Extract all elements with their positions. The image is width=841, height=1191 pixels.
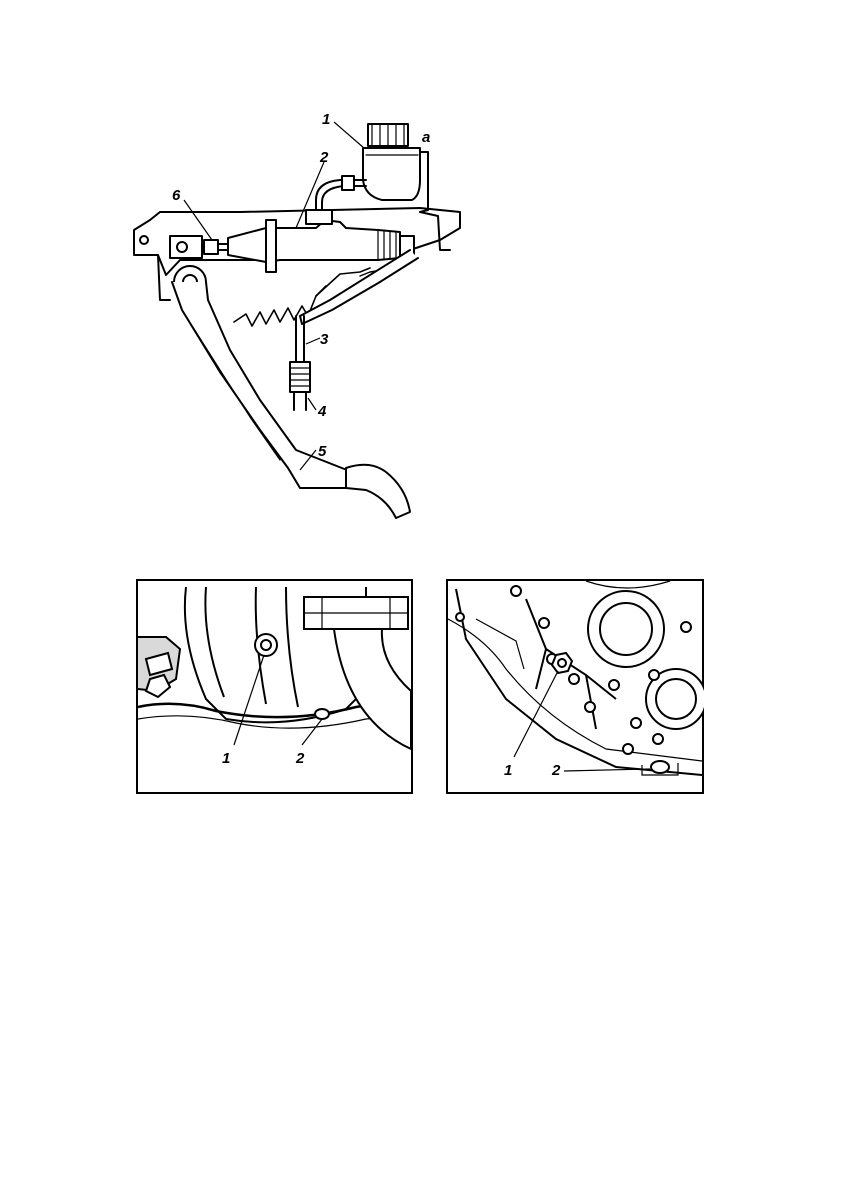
callout-4: 4 — [317, 403, 327, 420]
stop-bumper — [290, 362, 310, 392]
housing-left-drawing: 1 2 — [136, 579, 413, 794]
callout-2: 2 — [319, 149, 329, 166]
housing-photo-left: 1 2 — [136, 579, 413, 794]
callout-1: 1 — [322, 111, 330, 128]
cylinder-flange — [266, 220, 276, 272]
housing-right-drawing: 1 2 — [446, 579, 704, 794]
clutch-pedal-drawing: 1 2 3 4 5 6 a — [120, 100, 480, 530]
stop-bracket — [300, 250, 418, 324]
callout-3: 3 — [320, 331, 329, 348]
callout-right-1: 1 — [504, 762, 512, 779]
fluid-reservoir — [363, 148, 420, 200]
filler-plug — [255, 634, 277, 656]
callout-a: a — [422, 129, 430, 146]
clutch-pedal-diagram: 1 2 3 4 5 6 a — [120, 100, 480, 530]
callout-6: 6 — [172, 187, 181, 204]
drain-plug-right — [651, 761, 669, 773]
callout-right-2: 2 — [551, 762, 561, 779]
callout-left-1: 1 — [222, 750, 230, 767]
filler-plug-hex — [552, 653, 572, 673]
drain-plug — [315, 709, 329, 719]
housing-photo-right: 1 2 — [446, 579, 704, 794]
pedal-pad — [346, 465, 410, 518]
pedal-lever — [172, 282, 356, 488]
callout-left-2: 2 — [295, 750, 305, 767]
reservoir-bracket — [420, 152, 428, 212]
callout-5: 5 — [318, 443, 327, 460]
